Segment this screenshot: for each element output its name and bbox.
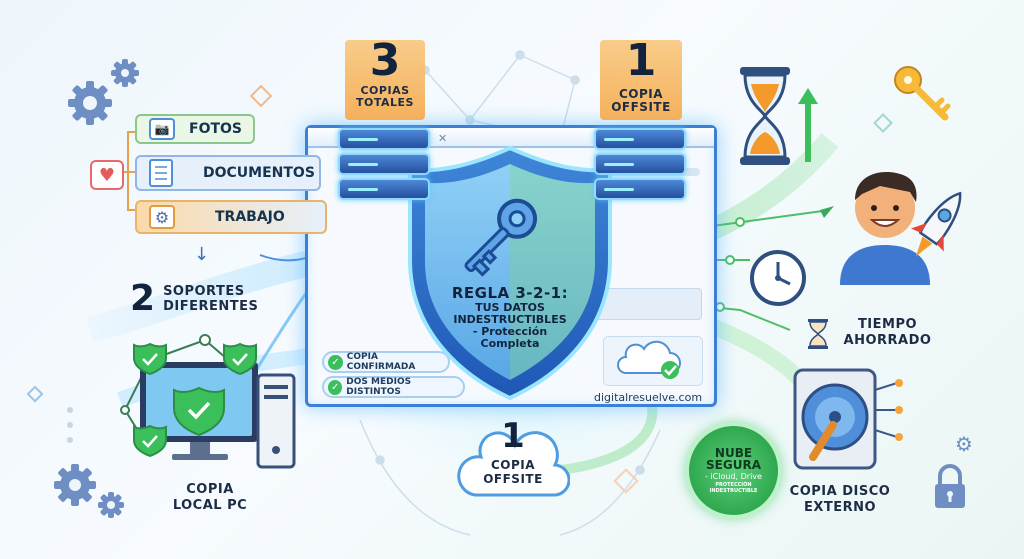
cloud-badge-title: NUBE xyxy=(714,446,753,460)
placeholder-box xyxy=(590,288,702,320)
key-gold-icon xyxy=(894,66,951,121)
heart-icon: ♥ xyxy=(90,160,124,190)
local-pc-icon xyxy=(120,334,296,469)
cloud-check-card xyxy=(603,336,703,386)
server-stack-left-icon xyxy=(338,128,430,203)
supports-group: 2 Soportes Diferentes xyxy=(130,280,258,318)
window-close-icon: ✕ xyxy=(438,132,448,145)
data-type-label: TRABAJO xyxy=(215,209,285,225)
cloud-check-icon xyxy=(617,340,681,379)
key-icon xyxy=(464,198,538,277)
shield-line: - Protección xyxy=(472,325,548,338)
check-label: Copia Confirmada xyxy=(346,352,416,372)
shield-line: Completa xyxy=(480,337,540,350)
disk-label: Copia Disco Externo xyxy=(789,484,891,515)
website-url[interactable]: digitalresuelve.com xyxy=(594,391,703,404)
hourglass-icon xyxy=(740,67,818,165)
shield-text: REGLA 3-2-1: TUS DATOS INDESTRUCTIBLES -… xyxy=(425,284,595,350)
check-item-confirmed: ✓ Copia Confirmada xyxy=(322,351,450,373)
shield-line: TUS DATOS xyxy=(475,301,545,314)
local-pc-label: Copia Local PC xyxy=(172,482,248,513)
gears-bottom-icon xyxy=(54,464,124,518)
copies-total-number: 3 xyxy=(369,35,401,86)
cloud-badge-title2: SEGURA xyxy=(706,458,761,472)
data-type-work: ⚙ TRABAJO xyxy=(135,200,327,234)
check-label: Dos Medios Distintos xyxy=(346,377,412,397)
shield-icon xyxy=(408,145,612,401)
cloud-badge-sub: - iCloud, Drive xyxy=(705,472,762,481)
data-type-label: FOTOS xyxy=(189,121,242,137)
gear-icon: ⚙ xyxy=(149,205,175,229)
shield-line: INDESTRUCTIBLES xyxy=(453,313,567,326)
gears-icon xyxy=(68,59,139,125)
offsite-bottom-number: 1 xyxy=(501,416,525,456)
cloud-badge-small: PROTECCIÓN INDESTRUCTIBLE xyxy=(709,482,758,494)
copies-total-label: Copias Totales xyxy=(356,84,414,109)
person-rocket-icon xyxy=(840,171,962,285)
data-type-label: DOCUMENTOS xyxy=(203,165,315,181)
gear-small-icon: ⚙ xyxy=(955,432,973,456)
small-hourglass-icon xyxy=(808,319,828,349)
offsite-bottom-label: Copia Offsite xyxy=(483,458,543,486)
check-icon: ✓ xyxy=(328,354,343,370)
supports-number: 2 xyxy=(130,278,156,319)
lock-icon xyxy=(935,464,965,508)
cloud-badge: NUBE SEGURA - iCloud, Drive PROTECCIÓN I… xyxy=(686,423,781,518)
arrow-down-icon: ↓ xyxy=(194,244,210,265)
cloud-offsite-icon xyxy=(457,431,570,497)
clock-icon xyxy=(750,250,806,306)
copies-total-badge xyxy=(345,40,425,120)
time-saved-label: Tiempo Ahorrado xyxy=(843,317,932,348)
document-icon xyxy=(149,159,173,187)
offsite-top-label: Copia Offsite xyxy=(611,87,671,114)
offsite-top-badge xyxy=(600,40,682,120)
supports-label: Soportes Diferentes xyxy=(163,284,259,314)
data-type-photos: 📷 FOTOS xyxy=(135,114,255,144)
shield-title: REGLA 3-2-1: xyxy=(451,284,569,302)
offsite-top-number: 1 xyxy=(625,35,657,86)
check-item-two-media: ✓ Dos Medios Distintos xyxy=(322,376,465,398)
server-stack-right-icon xyxy=(594,128,686,203)
data-type-documents: DOCUMENTOS xyxy=(135,155,321,191)
camera-icon: 📷 xyxy=(149,118,175,140)
check-icon: ✓ xyxy=(328,379,343,395)
external-disk-icon xyxy=(793,368,903,470)
